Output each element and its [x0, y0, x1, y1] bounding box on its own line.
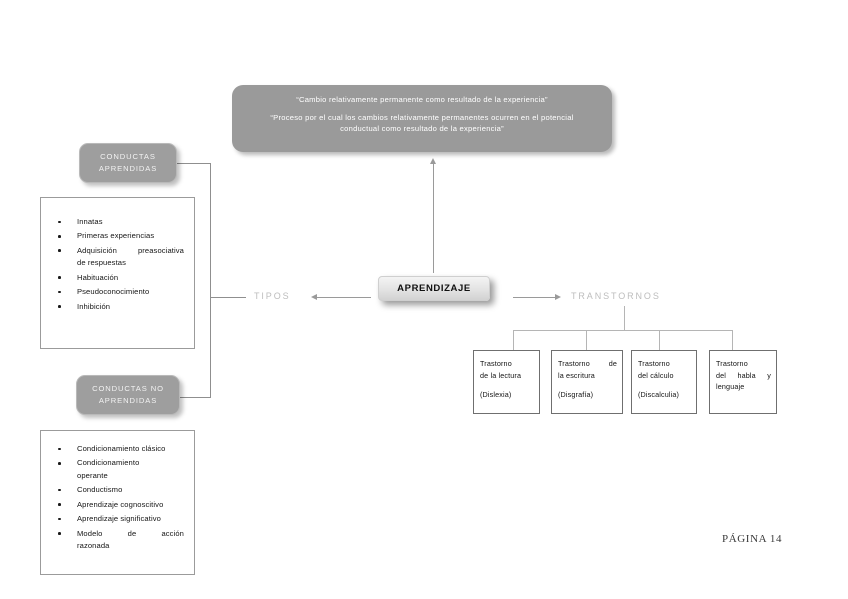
- list-box-conductas-aprendidas: Innatas Primeras experiencias Adquisició…: [40, 197, 195, 349]
- list-item: Habituación: [55, 272, 184, 284]
- connector-transtornos-arrow-shaft: [513, 297, 556, 298]
- connector-tipos-arrow-shaft: [317, 297, 371, 298]
- list-item: Primeras experiencias: [55, 230, 184, 242]
- list-item: Inhibición: [55, 301, 184, 313]
- connector-transtornos-bus: [513, 330, 732, 331]
- list-item: Condicionamiento clásico: [55, 443, 184, 455]
- connector-drop-calculo: [659, 330, 660, 350]
- leaf-title-line2: del habla y: [716, 370, 771, 380]
- conductas-aprendidas-list: Innatas Primeras experiencias Adquisició…: [41, 198, 194, 313]
- connector-drop-escritura: [586, 330, 587, 350]
- branch-label-transtornos: TRANSTORNOS: [571, 291, 661, 301]
- central-node-aprendizaje[interactable]: APRENDIZAJE: [378, 276, 490, 301]
- leaf-box-trastorno-calculo: Trastorno del cálculo (Discalculia): [631, 350, 697, 414]
- connector-transtornos-arrowhead: [555, 294, 561, 300]
- list-item: Conductismo: [55, 484, 184, 496]
- node-conductas-no-aprendidas-line2: APRENDIDAS: [98, 396, 158, 405]
- branch-label-tipos: TIPOS: [254, 291, 291, 301]
- connector-transtornos-drop: [624, 306, 625, 330]
- leaf-title-line2: del cálculo: [638, 370, 674, 380]
- list-box-conductas-no-aprendidas: Condicionamiento clásico Condicionamient…: [40, 430, 195, 575]
- leaf-box-trastorno-habla: Trastorno del habla y lenguaje: [709, 350, 777, 414]
- leaf-title-line1: Trastorno de: [558, 359, 617, 368]
- list-item: Adquisición preasociativa de respuestas: [55, 245, 184, 270]
- conductas-no-aprendidas-list: Condicionamiento clásico Condicionamient…: [41, 431, 194, 552]
- connector-tipos-stub: [210, 297, 246, 298]
- leaf-title-line1: Trastorno: [638, 359, 670, 368]
- leaf-subtitle: lenguaje: [716, 382, 745, 392]
- connector-central-to-definition-arrowhead: [430, 158, 436, 164]
- node-conductas-aprendidas-line1: CONDUCTAS: [100, 152, 156, 162]
- list-item: Modelo de acción razonada: [55, 528, 184, 553]
- leaf-title-line2: la escritura: [558, 370, 595, 380]
- definition-line-1: “Cambio relativamente permanente como re…: [296, 95, 548, 104]
- connector-central-to-definition-shaft: [433, 163, 434, 273]
- connector-to-conductas-no-aprendidas: [180, 397, 211, 398]
- page-number: PÁGINA 14: [722, 533, 783, 545]
- definition-line-2: “Proceso por el cual los cambios relativ…: [270, 113, 574, 133]
- leaf-title-line2: de la lectura: [480, 370, 522, 380]
- connector-tipos-arrowhead: [311, 294, 317, 300]
- node-conductas-no-aprendidas-line1: CONDUCTAS NO: [92, 384, 164, 394]
- leaf-box-trastorno-escritura: Trastorno de la escritura (Disgrafía): [551, 350, 623, 414]
- leaf-title-line1: Trastorno: [716, 359, 748, 368]
- connector-drop-lectura: [513, 330, 514, 350]
- list-item: Pseudoconocimiento: [55, 286, 184, 298]
- list-item: Aprendizaje cognoscitivo: [55, 499, 184, 511]
- leaf-subtitle: (Discalculia): [638, 390, 680, 400]
- node-conductas-no-aprendidas[interactable]: CONDUCTAS NO APRENDIDAS: [76, 375, 180, 415]
- definition-box: “Cambio relativamente permanente como re…: [232, 85, 612, 152]
- leaf-title-line1: Trastorno: [480, 359, 512, 368]
- list-item: Aprendizaje significativo: [55, 513, 184, 525]
- leaf-box-trastorno-lectura: Trastorno de la lectura (Dislexia): [473, 350, 540, 414]
- list-item: Condicionamiento operante: [55, 457, 184, 482]
- connector-drop-habla: [732, 330, 733, 350]
- leaf-subtitle: (Disgrafía): [558, 390, 594, 400]
- central-node-label: APRENDIZAJE: [397, 283, 471, 294]
- leaf-subtitle: (Dislexia): [480, 390, 512, 400]
- node-conductas-aprendidas[interactable]: CONDUCTAS APRENDIDAS: [79, 143, 177, 183]
- node-conductas-aprendidas-line2: APRENDIDAS: [98, 164, 158, 173]
- connector-to-conductas-aprendidas: [177, 163, 211, 164]
- connector-tipos-spine: [210, 163, 211, 398]
- list-item: Innatas: [55, 216, 184, 228]
